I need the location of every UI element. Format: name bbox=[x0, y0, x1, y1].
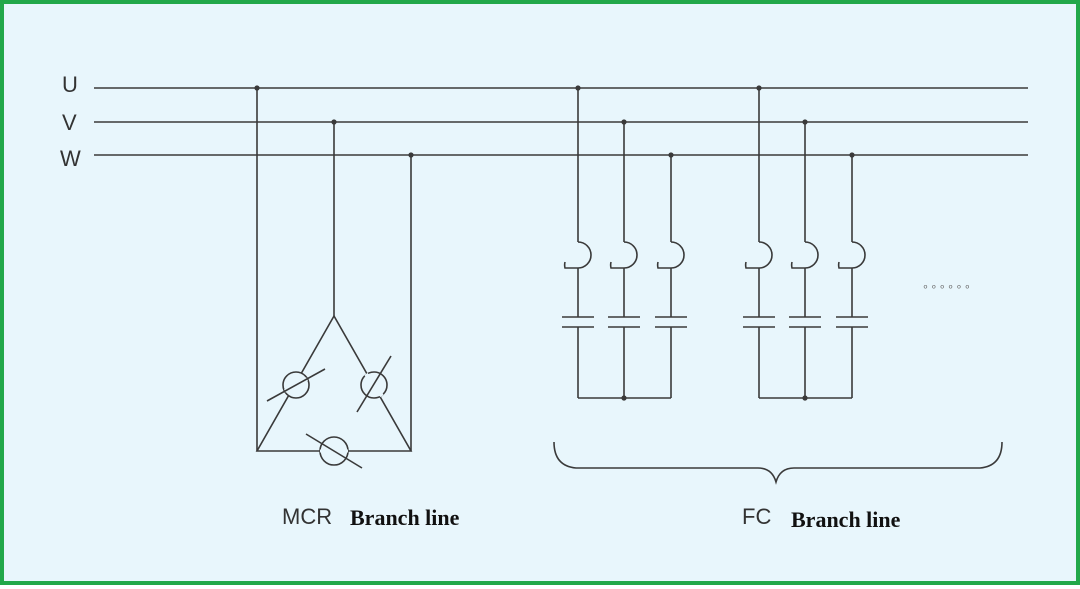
mcr-branch-label: Branch line bbox=[350, 505, 460, 530]
delta-triangle bbox=[255, 314, 413, 452]
mcr-abbr: MCR bbox=[282, 504, 332, 529]
fc-column bbox=[608, 122, 640, 398]
fc-column bbox=[655, 155, 687, 398]
fc-branch-label: Branch line bbox=[791, 507, 901, 532]
fc-brace bbox=[553, 441, 1003, 485]
fc-branch: ∘∘∘∘∘∘ bbox=[553, 85, 1003, 485]
junction-dot bbox=[802, 395, 808, 401]
fc-column bbox=[836, 155, 868, 398]
mcr-branch bbox=[254, 85, 414, 469]
reactor-bottom bbox=[305, 433, 363, 469]
fc-column bbox=[743, 88, 775, 398]
junction-dot bbox=[621, 395, 627, 401]
reactor-right bbox=[356, 355, 392, 413]
phase-label-v: V bbox=[62, 110, 77, 135]
fc-column bbox=[562, 88, 594, 398]
circuit-diagram: U V W bbox=[60, 72, 1028, 532]
fc-column bbox=[789, 122, 821, 398]
continuation-ellipsis: ∘∘∘∘∘∘ bbox=[922, 281, 972, 293]
reactor-left bbox=[266, 368, 326, 402]
phase-label-u: U bbox=[62, 72, 78, 97]
phase-label-w: W bbox=[60, 146, 81, 171]
fc-abbr: FC bbox=[742, 504, 771, 529]
